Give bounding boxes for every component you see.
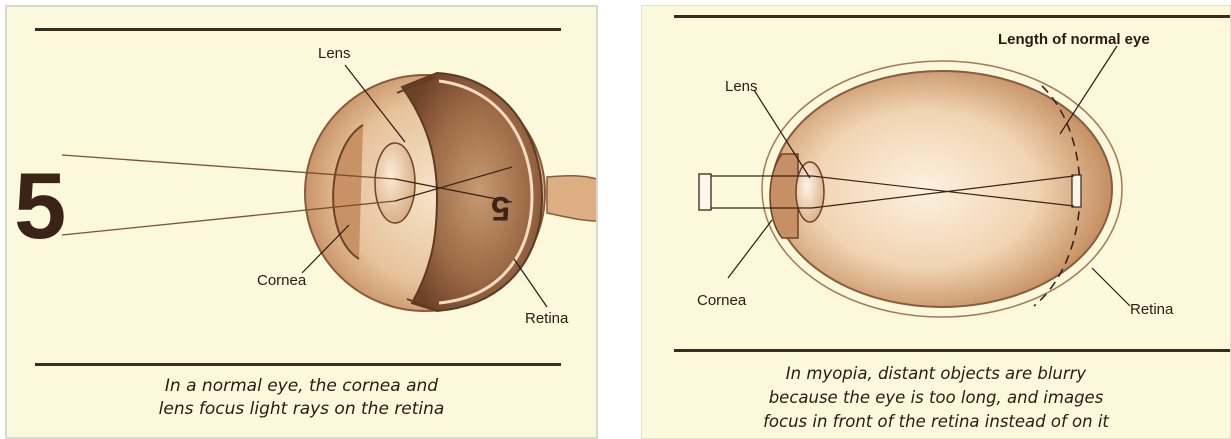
cornea-label: Cornea (697, 292, 746, 309)
bottom-rule (35, 363, 561, 366)
optic-nerve (547, 176, 596, 221)
myopia-eye-panel: Length of normal eye Lens Cornea Retina … (641, 5, 1231, 439)
distant-object (699, 174, 711, 210)
caption-line: focus in front of the retina instead of … (642, 410, 1230, 434)
retina-label: Retina (525, 310, 568, 327)
object-glyph-5: 5 (14, 159, 66, 253)
retina-label: Retina (1130, 301, 1173, 318)
cornea-label: Cornea (257, 272, 306, 289)
blurred-image (1072, 175, 1081, 207)
cornea-shape (770, 154, 798, 238)
lens-label: Lens (318, 45, 351, 62)
lens-label: Lens (725, 78, 758, 95)
retina-image-5: 5 (491, 189, 510, 227)
bottom-rule (674, 349, 1230, 352)
caption-line: lens focus light rays on the retina (7, 398, 596, 421)
lens-shape (796, 162, 824, 222)
caption-line: In myopia, distant objects are blurry (642, 362, 1230, 386)
caption-line: because the eye is too long, and images (642, 386, 1230, 410)
myopia-caption: In myopia, distant objects are blurry be… (642, 362, 1230, 434)
lens-shape (375, 143, 415, 223)
normal-eye-illustration: 5 (7, 7, 596, 437)
length-label: Length of normal eye (998, 31, 1150, 48)
normal-eye-panel: 5 5 Lens Cornea Retina In a normal eye, … (5, 5, 598, 439)
normal-eye-caption: In a normal eye, the cornea and lens foc… (7, 375, 596, 421)
caption-line: In a normal eye, the cornea and (7, 375, 596, 398)
